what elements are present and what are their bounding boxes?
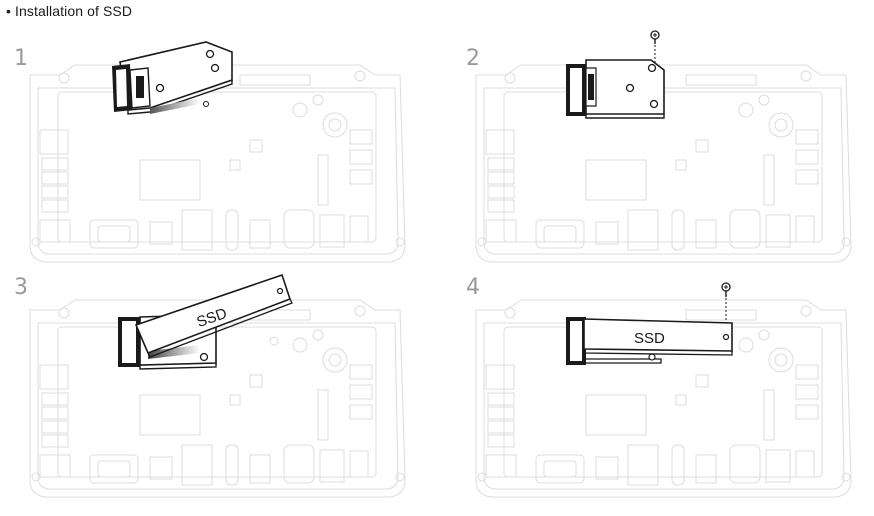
m2-slot — [118, 317, 140, 367]
m2-slot — [566, 64, 597, 116]
ssd-adapter-bracket — [583, 353, 662, 364]
screw-icon — [650, 30, 660, 64]
ssd-label: SSD — [634, 330, 665, 347]
ssd-card: SSD — [583, 318, 733, 356]
step-1-panel: 1 — [0, 30, 430, 280]
step-2-illustration — [475, 30, 852, 263]
step-2-panel: 2 — [446, 30, 874, 280]
step-1-illustration — [29, 41, 406, 263]
ssd-adapter-bracket — [585, 59, 665, 119]
m2-slot — [566, 317, 586, 365]
step-number: 4 — [466, 275, 480, 300]
step-3-illustration: SSD — [29, 273, 406, 498]
step-3-panel: 3 SSD — [0, 265, 430, 515]
step-number: 2 — [466, 46, 480, 71]
screw-icon — [721, 282, 731, 323]
step-4-illustration: SSD — [475, 282, 852, 498]
ssd-card: SSD — [134, 273, 293, 358]
step-number: 1 — [14, 46, 28, 71]
section-title: • Installation of SSD — [6, 3, 133, 19]
step-4-panel: 4 SSD — [446, 265, 874, 515]
step-number: 3 — [14, 275, 28, 300]
m2-slot — [112, 64, 151, 112]
